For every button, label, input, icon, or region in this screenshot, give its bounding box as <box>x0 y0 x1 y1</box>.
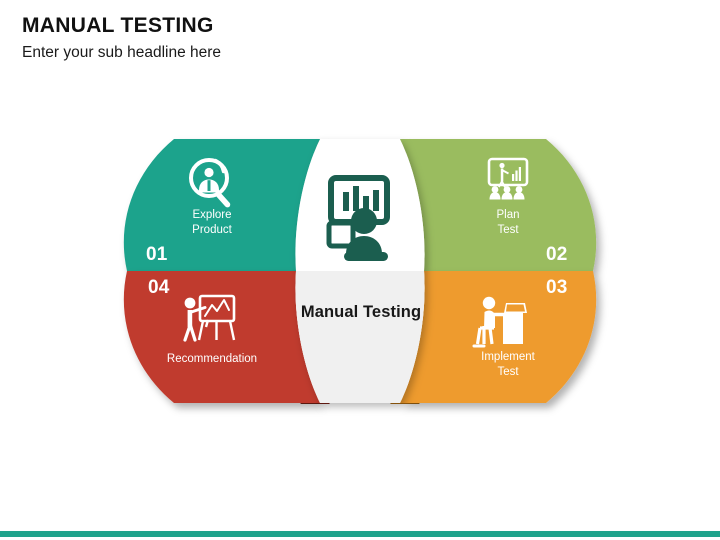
segment-02-plan-test[interactable] <box>400 139 597 271</box>
person-easel-icon <box>183 294 236 342</box>
presenter-audience-icon <box>487 157 529 200</box>
bottom-accent-bar <box>0 531 720 537</box>
presentation-chart-person-icon <box>326 175 390 261</box>
magnifier-person-icon <box>189 158 231 208</box>
header: MANUAL TESTING Enter your sub headline h… <box>22 14 682 63</box>
person-at-desk-icon <box>472 296 527 348</box>
segment-01-explore-product[interactable] <box>123 139 320 271</box>
page-title: MANUAL TESTING <box>22 14 214 37</box>
page-subtitle: Enter your sub headline here <box>22 44 222 62</box>
segment-03-implement-test[interactable] <box>400 271 597 403</box>
center-panel[interactable] <box>295 139 425 403</box>
segment-04-recommendation[interactable] <box>123 271 320 403</box>
